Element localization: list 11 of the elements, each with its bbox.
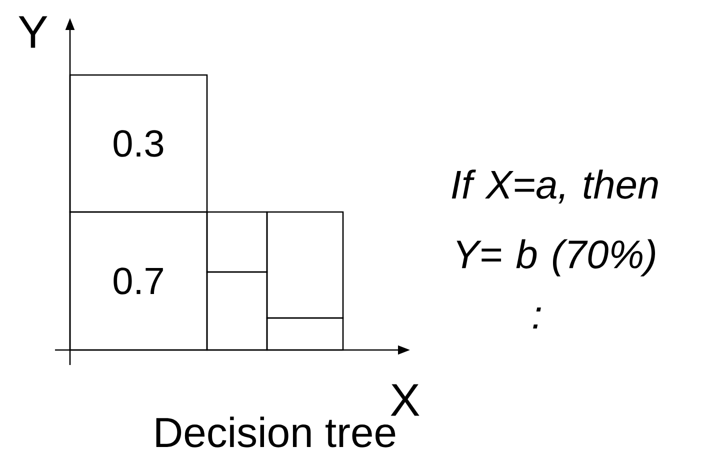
partition-box xyxy=(266,317,344,351)
partition-box xyxy=(206,211,268,273)
probability-box: 0.7 xyxy=(69,211,208,351)
ellipsis: : xyxy=(533,307,541,329)
axis-label: X xyxy=(390,384,420,416)
axis-label: Y xyxy=(18,16,48,48)
caption: Decision tree xyxy=(156,416,396,448)
partition-box xyxy=(206,271,268,351)
rule-text: If X=a, then Y= b (70%) xyxy=(452,170,658,276)
partition-box xyxy=(266,211,344,319)
probability-box: 0.3 xyxy=(69,74,208,213)
